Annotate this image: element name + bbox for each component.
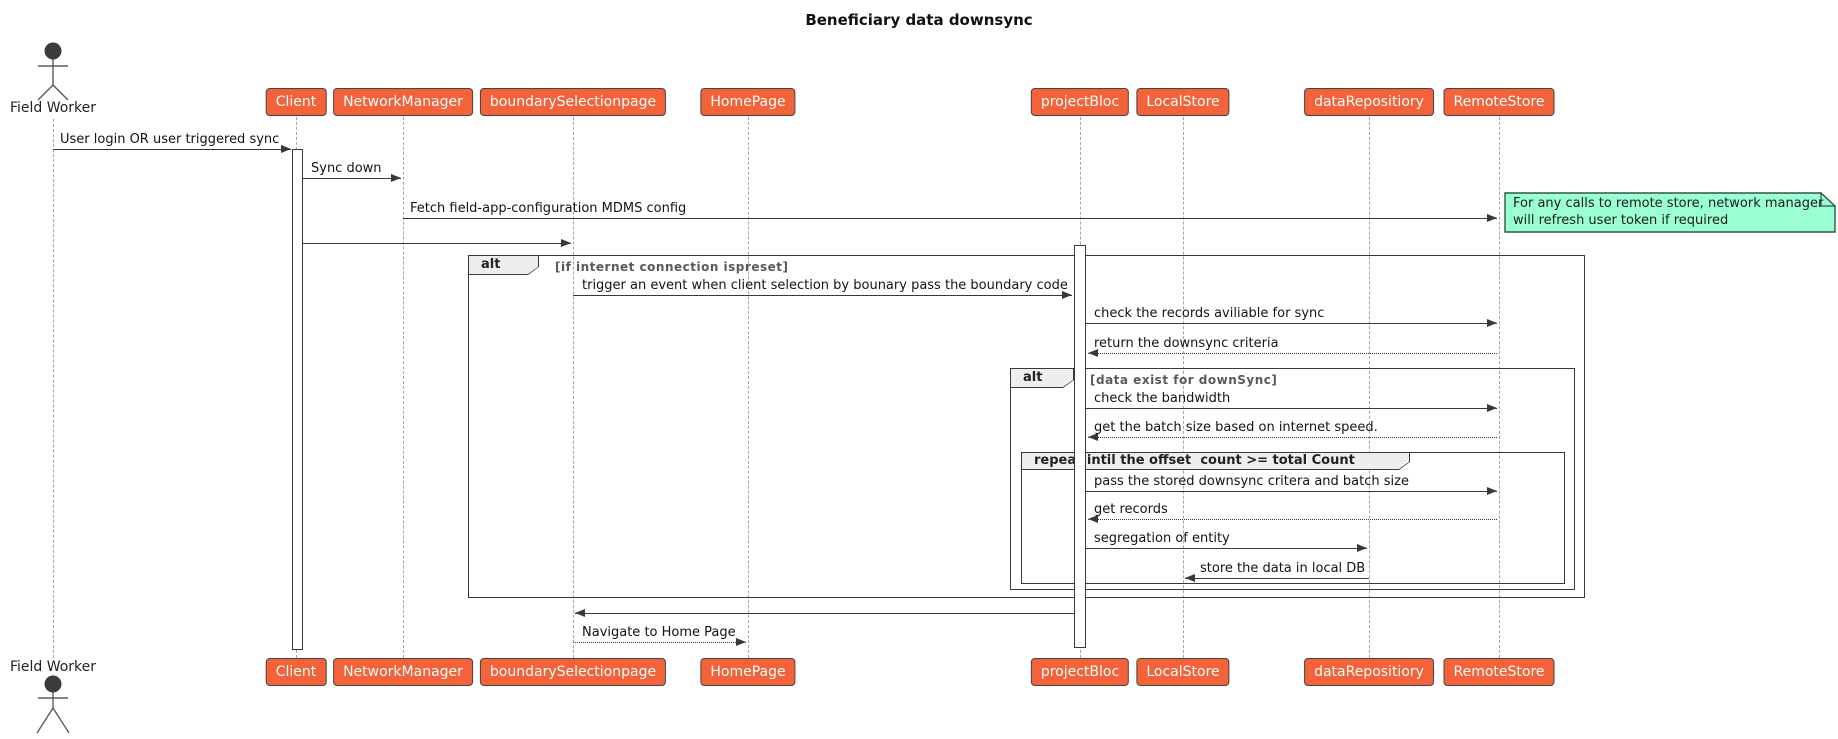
message-arrowhead [1062,291,1072,299]
frame-tab: repeat intil the offset count >= total C… [1021,452,1410,470]
message-line [575,613,1074,614]
message-label: trigger an event when client selection b… [582,278,1068,293]
activation-bar [292,149,303,650]
message-arrowhead [575,609,585,617]
participant-box-top: RemoteStore [1443,88,1555,116]
lifeline [747,117,749,658]
message-arrowhead [1088,515,1098,523]
message-label: return the downsync criteria [1094,336,1279,351]
message-label: get the batch size based on internet spe… [1094,420,1378,435]
message-label: get records [1094,502,1168,517]
lifeline [1498,117,1500,658]
message-label: User login OR user triggered sync [60,132,280,147]
frame-tab: alt [1010,368,1074,388]
diagram-title: Beneficiary data downsync [805,11,1033,29]
message-label: Fetch field-app-configuration MDMS confi… [410,201,687,216]
message-line [1086,408,1497,409]
message-arrowhead [1088,349,1098,357]
activation-bar [1074,245,1086,648]
message-arrowhead [736,638,746,646]
frame-label: repeat intil the offset count >= total C… [1022,453,1409,469]
participant-box-top: Client [265,88,327,116]
participant-box-bottom: NetworkManager [333,658,473,686]
frame-alt: alt [data exist for downSync] [1010,368,1575,590]
message-line [1086,491,1497,492]
participant-box-bottom: LocalStore [1136,658,1230,686]
participant-box-top: projectBloc [1030,88,1130,116]
message-label: segregation of entity [1094,531,1230,546]
actor-label-bottom: Field Worker [9,659,97,675]
participant-box-top: NetworkManager [333,88,473,116]
message-line [1086,548,1367,549]
message-line [1185,578,1369,579]
message-line [1088,437,1497,438]
message-label: pass the stored downsync critera and bat… [1094,474,1409,489]
message-line [403,218,1497,219]
message-line [303,178,401,179]
message-label: Navigate to Home Page [582,625,736,640]
message-arrowhead [391,174,401,182]
actor-figure-icon [37,42,69,101]
participant-box-bottom: dataRepositiory [1304,658,1434,686]
message-arrowhead [1357,544,1367,552]
frame-tab: alt [468,255,539,275]
message-line [1088,519,1497,520]
message-arrowhead [1487,214,1497,222]
frame-alt: alt [if internet connection ispreset] [468,255,1585,598]
lifeline [572,117,574,658]
participant-box-top: boundarySelectionpage [479,88,667,116]
note-line: will refresh user token if required [1513,213,1729,228]
message-label: check the records aviliable for sync [1094,306,1325,321]
message-label: check the bandwidth [1094,391,1231,406]
participant-box-top: LocalStore [1136,88,1230,116]
message-line [1088,353,1497,354]
message-line [573,642,746,643]
frame-label: alt [1011,369,1073,387]
actor-figure-icon [36,675,70,734]
lifeline [402,117,404,658]
message-line [303,243,571,244]
actor-label-top: Field Worker [9,100,97,116]
message-arrowhead [1185,574,1195,582]
participant-box-top: dataRepositiory [1304,88,1434,116]
participant-box-bottom: Client [265,658,327,686]
participant-box-bottom: RemoteStore [1443,658,1555,686]
message-arrowhead [1487,319,1497,327]
lifeline [52,119,54,658]
message-line [573,295,1072,296]
frame-group: repeat intil the offset count >= total C… [1021,452,1565,584]
message-arrowhead [1487,404,1497,412]
participant-box-top: HomePage [700,88,796,116]
message-label: Sync down [311,161,382,176]
lifeline [1182,117,1184,658]
note-line: For any calls to remote store, network m… [1513,196,1824,211]
message-label: store the data in local DB [1200,561,1366,576]
frame-condition: [if internet connection ispreset] [555,260,789,274]
frame-label: alt [469,256,538,274]
message-arrowhead [1487,487,1497,495]
message-arrowhead [561,239,571,247]
participant-box-bottom: HomePage [700,658,796,686]
message-arrowhead [281,145,291,153]
lifeline [1368,117,1370,658]
note: For any calls to remote store, network m… [1504,191,1837,233]
frame-condition: [data exist for downSync] [1090,373,1278,387]
note-shape [1504,191,1837,233]
participant-box-bottom: projectBloc [1030,658,1130,686]
message-arrowhead [1088,433,1098,441]
participant-box-bottom: boundarySelectionpage [479,658,667,686]
message-line [1086,323,1497,324]
message-line [53,149,291,150]
